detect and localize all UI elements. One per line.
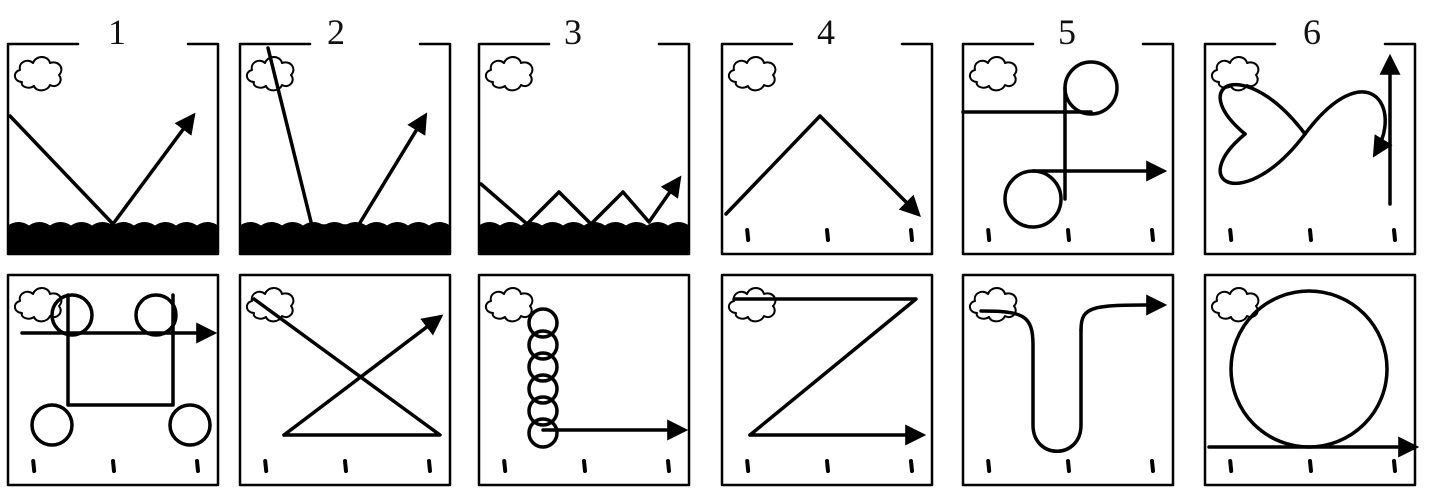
panel-r2-c5 [963,275,1173,485]
tick-mark [113,461,114,471]
tick-mark [1310,461,1311,471]
panel-r1-c3 [479,44,689,254]
outgoing-arrow [358,116,425,226]
cloud-icon [970,288,1017,321]
peak-arrow [726,116,918,214]
wavy-ground [8,223,218,255]
panel-r2-c3 [479,275,689,485]
panel-r1-c1 [8,44,218,254]
cloud-icon [486,57,533,90]
outgoing-arrow [113,116,193,224]
tick-mark [1394,230,1395,240]
cloud-icon [486,288,533,321]
tick-mark [668,461,669,471]
loop [32,405,72,445]
cloud-icon [247,288,294,321]
panel-r2-c4 [722,275,932,485]
square-path [68,295,173,405]
spiral-loop [529,419,557,447]
tick-mark [1310,230,1311,240]
tick-mark [584,461,585,471]
tick-mark [1394,461,1395,471]
tick-mark [504,461,505,471]
loop-right-arrow [1305,92,1385,154]
panel-r1-c6 [1205,44,1415,254]
loop-left [1220,85,1305,134]
panel-r2-c2 [240,275,450,485]
tick-mark [911,230,912,240]
tick-mark [265,461,266,471]
tick-mark [827,461,828,471]
cloud-icon [970,57,1017,90]
wavy-ground [479,223,689,255]
tick-mark [988,230,989,240]
tick-mark [1068,461,1069,471]
cloud-icon [729,57,776,90]
tick-mark [1230,461,1231,471]
tick-mark [827,230,828,240]
panel-r2-c6 [1205,275,1415,485]
tick-mark [33,461,34,471]
loop-left-lower [1220,134,1305,183]
loop [170,405,210,445]
tick-mark [1152,230,1153,240]
u-path [981,311,1081,451]
panel-r1-c5 [963,44,1173,254]
tick-mark [747,230,748,240]
tick-mark [1152,461,1153,471]
tick-mark [197,461,198,471]
tick-mark [911,461,912,471]
tick-mark [429,461,430,471]
triangle-path [254,299,440,435]
panel-r2-c1 [8,275,218,485]
incoming-path [10,116,113,224]
loop [136,295,176,335]
panel-r1-c4 [722,44,932,254]
tick-mark [988,461,989,471]
panel-r1-c2 [240,44,450,254]
cloud-icon [729,288,776,321]
tick-mark [1068,230,1069,240]
exit-arrow [1081,305,1163,330]
tick-mark [1230,230,1231,240]
tick-mark [345,461,346,471]
loop [1005,171,1061,227]
bounce-arrow [481,179,679,224]
big-loop [1231,291,1387,447]
cloud-icon [15,57,62,90]
tick-mark [747,461,748,471]
loop [1065,62,1117,114]
